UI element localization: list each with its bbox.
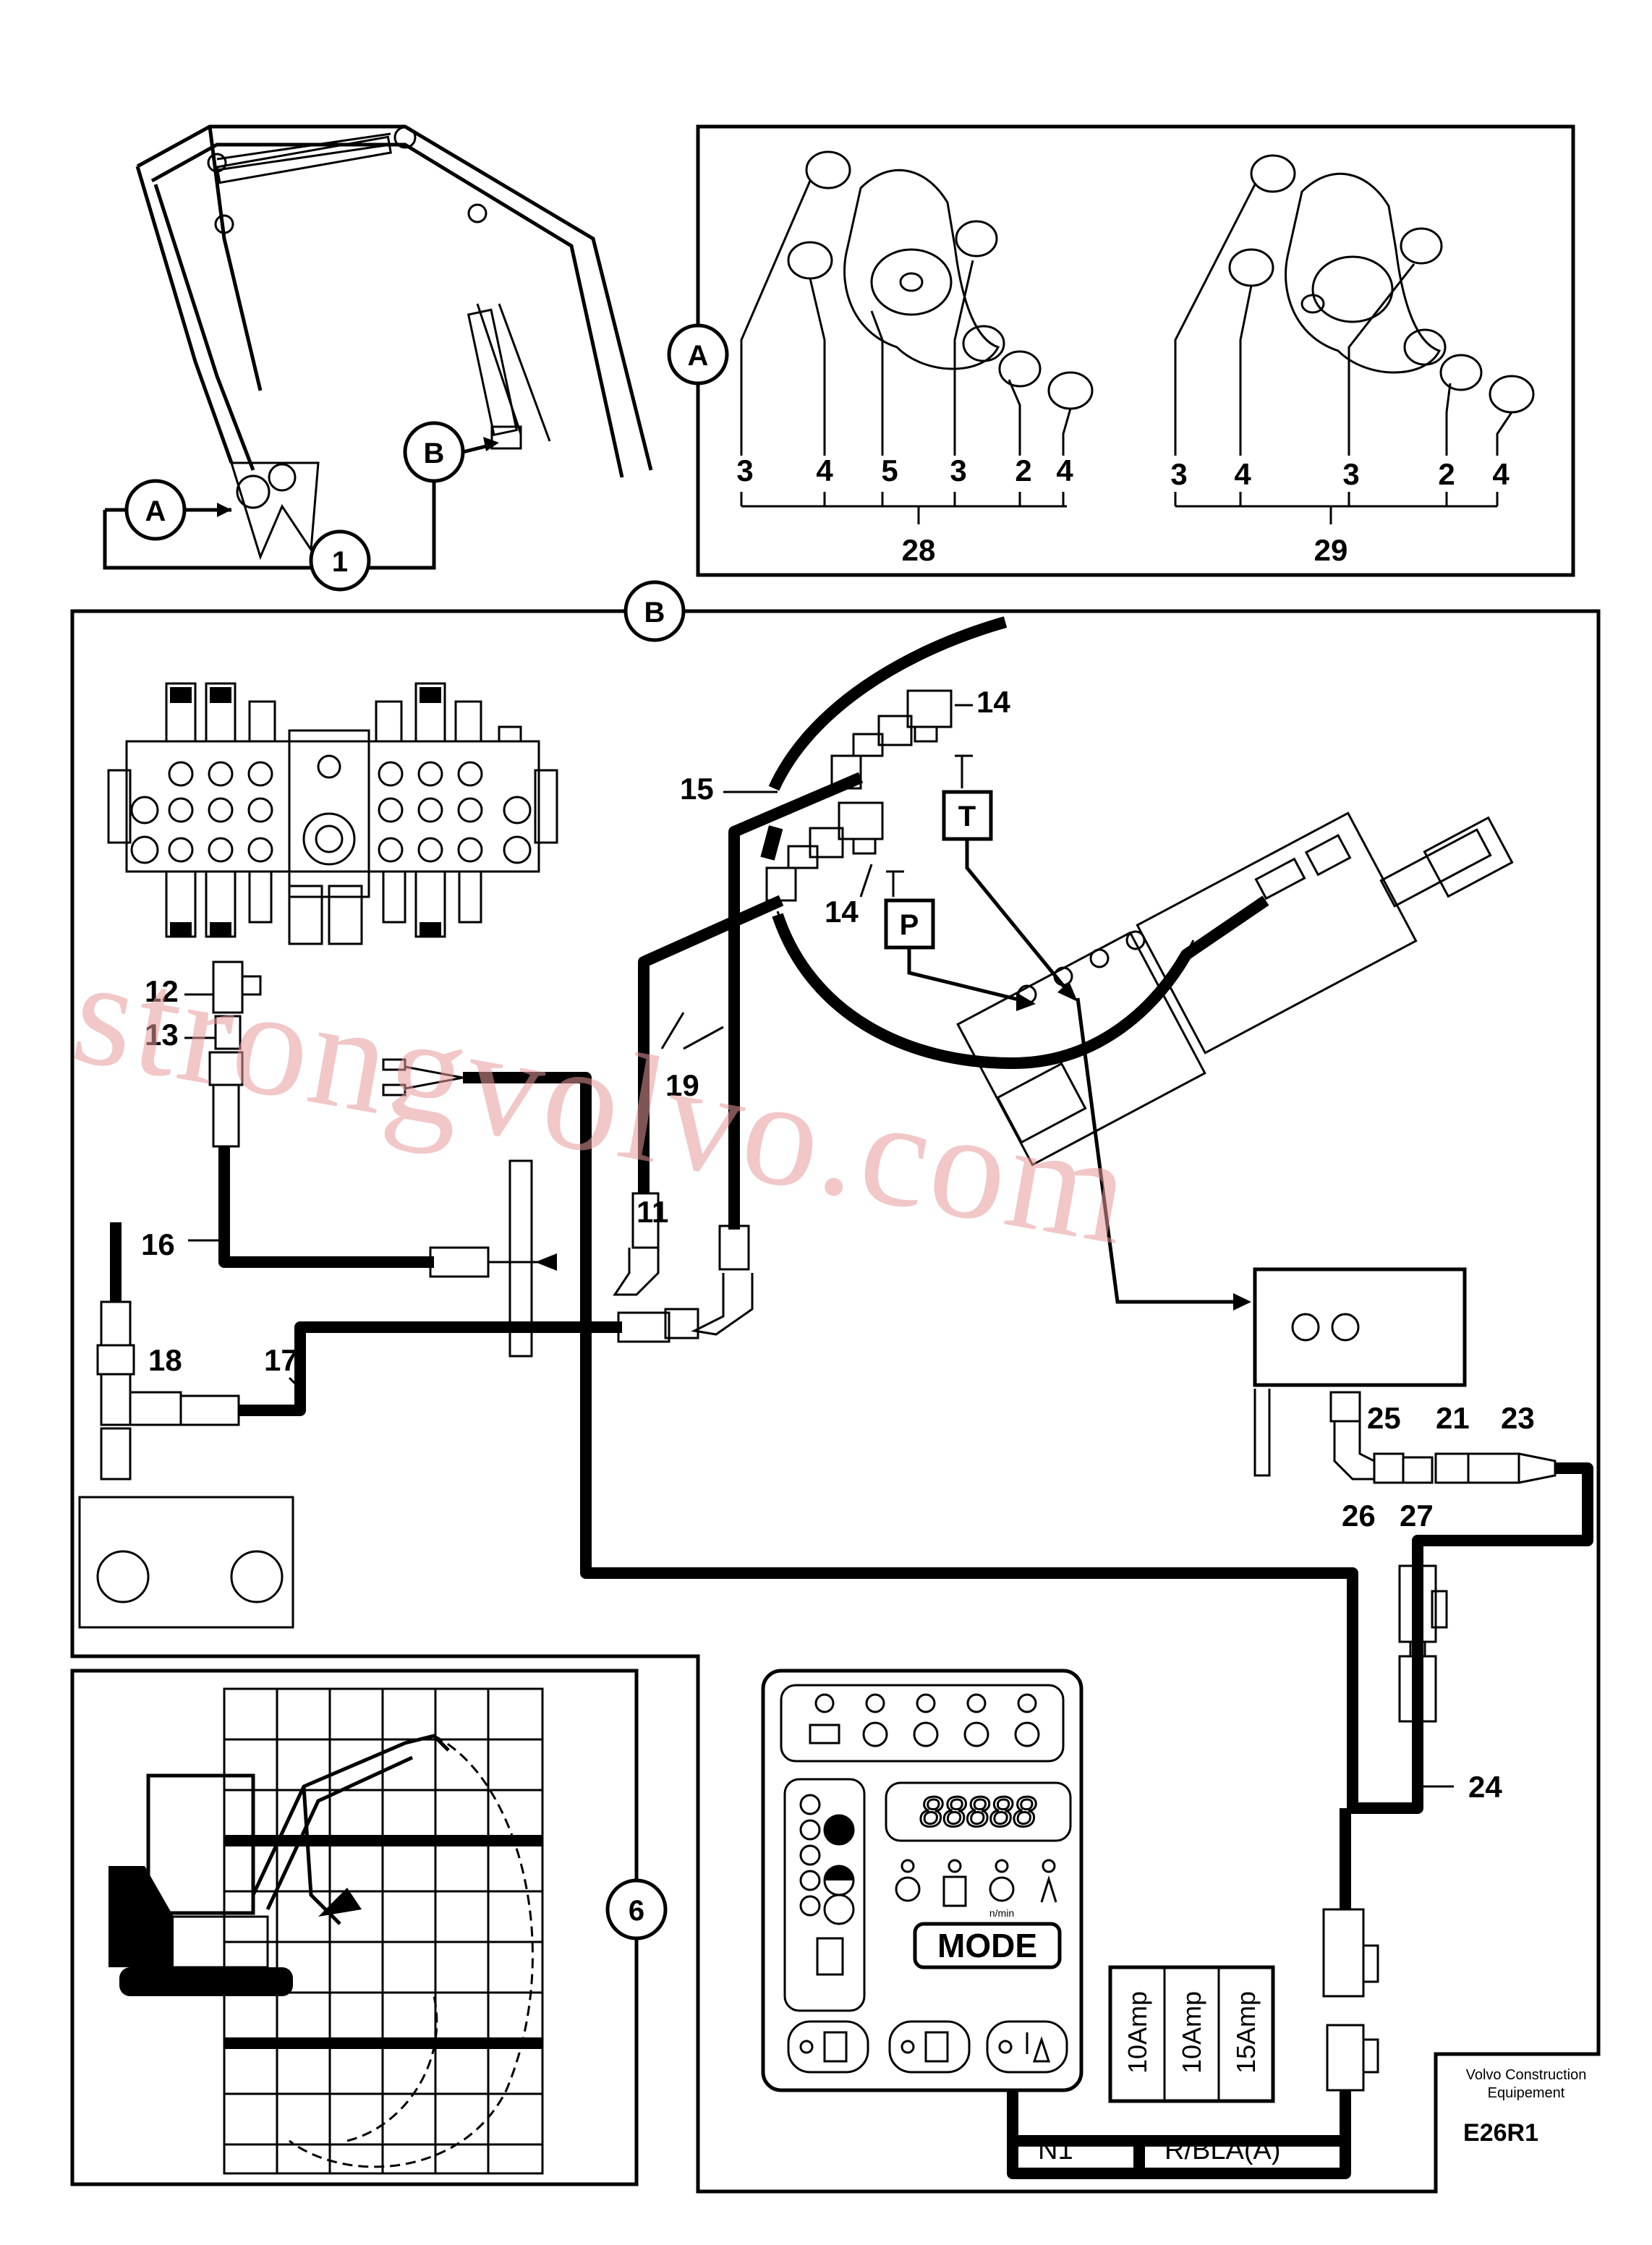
swing-cylinder xyxy=(772,811,1514,1167)
leader-to-valve xyxy=(1076,997,1237,1304)
svg-text:A: A xyxy=(688,340,709,372)
svg-text:29: 29 xyxy=(1314,533,1348,567)
svg-text:4: 4 xyxy=(1056,453,1073,487)
fuse-2: 10Amp xyxy=(1177,1991,1206,2074)
port-t: T xyxy=(942,754,1078,1002)
wire-n1 xyxy=(1007,2090,1145,2179)
svg-text:Equipement: Equipement xyxy=(1488,2085,1565,2101)
label-11: 11 xyxy=(636,1195,668,1229)
svg-text:28: 28 xyxy=(902,533,936,567)
fitting-18 xyxy=(96,1222,240,1481)
callout-1: 1 xyxy=(309,529,371,592)
hose-16 xyxy=(218,1146,434,1268)
segment-display: 88888 xyxy=(919,1789,1036,1836)
label-14-upper: 14 xyxy=(976,685,1010,719)
label-24: 24 xyxy=(1468,1770,1502,1804)
detail-b-frame xyxy=(70,609,1601,2194)
svg-text:5: 5 xyxy=(881,453,898,487)
instrument-panel: 88888 n/min MODE xyxy=(761,1669,1083,2092)
hose-17 xyxy=(239,1321,622,1416)
callout-6: 6 xyxy=(605,1878,668,1941)
svg-text:n/min: n/min xyxy=(989,1907,1014,1919)
detail-a-left-labels: 3 4 5 3 2 4 28 xyxy=(736,453,1073,567)
svg-text:3: 3 xyxy=(1170,457,1187,491)
svg-text:4: 4 xyxy=(1234,457,1251,491)
hose-15-outer xyxy=(768,616,1008,791)
callout-a-top: A xyxy=(124,479,187,541)
svg-text:B: B xyxy=(424,438,445,469)
label-15: 15 xyxy=(680,772,714,806)
fitting-14-lower xyxy=(760,801,884,902)
detail-a-frame xyxy=(696,124,1575,577)
panel-switch-3[interactable] xyxy=(986,2020,1068,2074)
svg-text:3: 3 xyxy=(1342,457,1359,491)
svg-text:4: 4 xyxy=(816,453,833,487)
mode-button[interactable] xyxy=(913,1922,1062,1969)
svg-text:MODE: MODE xyxy=(937,1927,1037,1964)
label-26: 26 xyxy=(1342,1499,1376,1533)
clamp-bracket xyxy=(508,1159,533,1358)
tank-unit xyxy=(78,1496,294,1629)
panel-switch-2[interactable] xyxy=(888,2020,971,2074)
label-27: 27 xyxy=(1400,1499,1434,1533)
footer: Volvo Construction Equipement E26R1 xyxy=(1463,2067,1586,2147)
cable-main xyxy=(463,1072,1423,1814)
svg-text:4: 4 xyxy=(1492,457,1510,491)
detail-a-right-labels: 3 4 3 2 4 29 xyxy=(1170,457,1510,567)
boom-overview xyxy=(103,124,653,570)
svg-text:B: B xyxy=(644,597,665,629)
fitting-14-upper xyxy=(830,689,953,790)
label-18: 18 xyxy=(148,1343,182,1377)
label-14-lower: 14 xyxy=(825,895,859,929)
label-13: 13 xyxy=(145,1018,179,1052)
control-valve-block xyxy=(107,682,558,945)
wire-n1-label: N1 xyxy=(1038,2135,1073,2165)
fitting-11 xyxy=(613,1192,754,1339)
panel-switch-1[interactable] xyxy=(787,2020,869,2074)
hose-15 xyxy=(728,772,864,1230)
wire-rbla-label: R/BLA(A) xyxy=(1165,2135,1280,2165)
svg-text:2: 2 xyxy=(1015,453,1031,487)
connector-24-lower xyxy=(1322,1908,1379,2092)
svg-text:1: 1 xyxy=(332,546,348,578)
fuse-3: 15Amp xyxy=(1231,1991,1261,2074)
label-16: 16 xyxy=(141,1227,175,1261)
callout-b-top: B xyxy=(403,421,465,483)
callout-a-detail: A xyxy=(667,323,729,385)
label-23: 23 xyxy=(1501,1401,1535,1435)
svg-text:A: A xyxy=(145,495,166,527)
fuse-1: 10Amp xyxy=(1123,1991,1152,2074)
svg-text:3: 3 xyxy=(736,453,753,487)
label-25: 25 xyxy=(1367,1401,1401,1435)
svg-text:2: 2 xyxy=(1438,457,1455,491)
bushing-set-29 xyxy=(1174,154,1535,524)
connector-24-upper xyxy=(1398,1564,1448,1723)
label-19: 19 xyxy=(665,1068,699,1102)
cable-24 xyxy=(1412,1462,1593,1569)
solenoid-valve-box xyxy=(1253,1267,1557,1484)
bushing-set-28 xyxy=(740,150,1094,524)
svg-text:6: 6 xyxy=(629,1895,644,1927)
drawing-code: E26R1 xyxy=(1463,2119,1538,2147)
port-p: P xyxy=(884,870,1036,1011)
fuse-block: 10Amp 10Amp 15Amp xyxy=(1108,1965,1275,2103)
label-12: 12 xyxy=(145,974,179,1008)
work-range-grid xyxy=(223,1687,544,2175)
svg-text:P: P xyxy=(900,909,919,941)
excavator-silhouette xyxy=(108,1734,450,1996)
label-17: 17 xyxy=(264,1343,298,1377)
label-21: 21 xyxy=(1436,1401,1470,1435)
svg-text:3: 3 xyxy=(950,453,966,487)
wire-rbla xyxy=(1139,2090,1351,2179)
svg-text:T: T xyxy=(958,801,976,832)
svg-text:Volvo Construction: Volvo Construction xyxy=(1466,2067,1587,2083)
callout-b-detail: B xyxy=(623,580,686,642)
